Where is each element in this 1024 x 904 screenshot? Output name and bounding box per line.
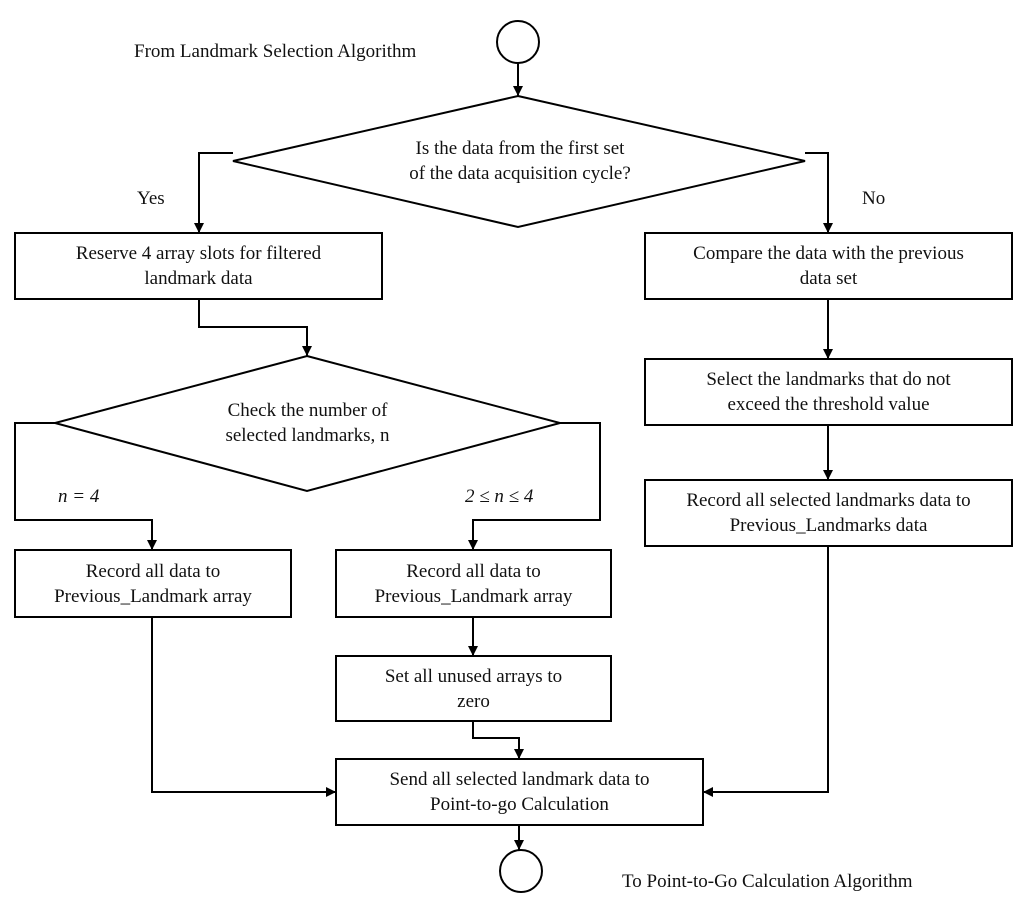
arrow-yes-branch — [194, 152, 233, 233]
decision-first-set-shape — [232, 94, 806, 229]
reserve-slots-text: Reserve 4 array slots for filtered landm… — [75, 243, 322, 289]
start-label: From Landmark Selection Algorithm — [134, 41, 417, 62]
record-mid-box — [335, 549, 612, 618]
record-mid-text: Record all data to Previous_Landmark arr… — [374, 560, 573, 607]
set-unused-zero-box — [335, 655, 612, 722]
arrow-no-branch — [805, 152, 833, 233]
record-left-box — [14, 549, 292, 618]
check-number-text: Check the number of selected landmarks, … — [225, 400, 390, 446]
record-left-text: Record all data to Previous_Landmark arr… — [54, 560, 252, 607]
end-terminal — [499, 849, 543, 893]
n-range-label: 2 ≤ n ≤ 4 — [465, 486, 534, 507]
record-selected-box — [644, 479, 1013, 547]
decision-check-number-shape — [51, 354, 564, 493]
arrow-n-eq-4-branch — [14, 422, 157, 550]
end-label: To Point-to-Go Calculation Algorithm — [622, 871, 913, 892]
start-terminal — [496, 20, 540, 64]
n-eq-4-label: n = 4 — [58, 486, 100, 507]
compare-previous-text: Compare the data with the previous data … — [693, 243, 964, 289]
send-data-box — [335, 758, 704, 826]
select-threshold-text: Select the landmarks that do not exceed … — [706, 369, 951, 415]
no-label: No — [862, 188, 886, 209]
arrow-n-range-branch — [468, 422, 601, 550]
arrow-record-selected-to-send — [703, 546, 829, 797]
set-unused-zero-text: Set all unused arrays to zero — [384, 665, 563, 712]
arrow-reserve-to-check — [198, 299, 312, 356]
decision-first-set-text: Is the data from the first set of the da… — [409, 138, 631, 184]
arrow-record-left-to-send — [151, 617, 336, 797]
arrow-set-zero-to-send — [472, 721, 524, 759]
yes-label: Yes — [137, 188, 165, 209]
compare-previous-box — [644, 232, 1013, 300]
record-selected-text: Record all selected landmarks data to Pr… — [686, 490, 971, 536]
send-data-text: Send all selected landmark data to Point… — [389, 769, 650, 815]
